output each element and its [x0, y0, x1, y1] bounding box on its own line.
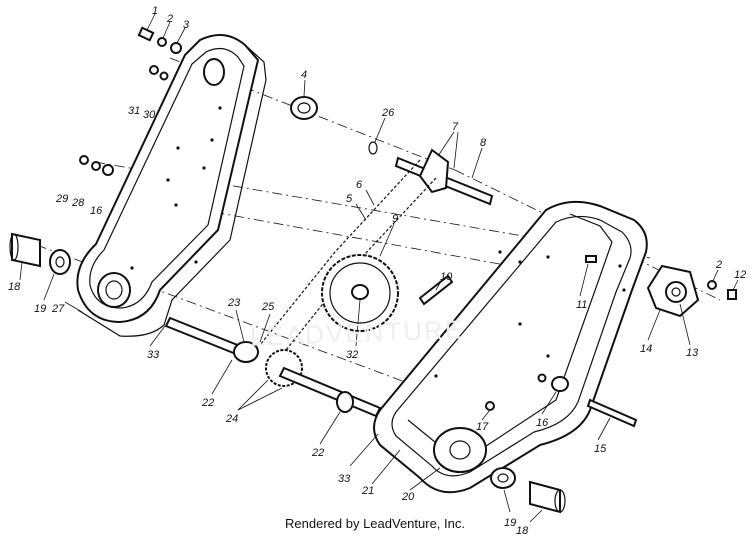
callout-7: 7 — [452, 121, 459, 133]
callout-11: 11 — [576, 299, 587, 311]
upper-hardware — [79, 26, 378, 176]
callout-2: 2 — [166, 13, 173, 25]
callout-33-right: 33 — [338, 473, 351, 485]
callout-12: 12 — [734, 269, 746, 281]
callout-1: 1 — [152, 5, 158, 17]
callout-10: 10 — [440, 271, 453, 283]
callout-20: 20 — [401, 491, 415, 503]
callout-23: 23 — [227, 297, 241, 309]
callout-17: 17 — [476, 421, 489, 433]
callout-29: 29 — [55, 193, 68, 205]
left-chain-case — [76, 34, 267, 337]
left-outer-parts — [9, 232, 71, 275]
right-chain-case — [373, 200, 648, 494]
callout-9: 9 — [392, 213, 398, 225]
callout-26: 26 — [381, 107, 395, 119]
callout-19-left: 19 — [34, 303, 46, 315]
callout-22-left: 22 — [201, 397, 214, 409]
callout-25: 25 — [261, 301, 275, 313]
render-credit: Rendered by LeadVenture, Inc. — [285, 516, 465, 531]
callout-18-left: 18 — [8, 281, 21, 293]
callout-5: 5 — [346, 193, 353, 205]
callout-27: 27 — [51, 303, 65, 315]
callout-3: 3 — [183, 19, 190, 31]
callout-33-left: 33 — [147, 349, 160, 361]
callout-32: 32 — [346, 349, 358, 361]
callout-18-bottom: 18 — [516, 525, 529, 537]
callout-21: 21 — [361, 485, 374, 497]
callout-24: 24 — [225, 413, 238, 425]
callout-28: 28 — [71, 197, 85, 209]
callout-16-left: 16 — [90, 205, 103, 217]
bottom-outer-parts — [490, 467, 566, 514]
callout-31: 31 — [128, 105, 140, 117]
callout-16-right: 16 — [536, 417, 549, 429]
callout-19-bottom: 19 — [504, 517, 516, 529]
callout-14: 14 — [640, 343, 652, 355]
callout-4: 4 — [301, 69, 307, 81]
large-sprocket — [321, 254, 454, 332]
callout-30: 30 — [143, 109, 156, 121]
callout-8: 8 — [480, 137, 487, 149]
upper-shaft — [394, 148, 494, 206]
right-hardware — [485, 255, 737, 428]
leader-lines — [19, 13, 739, 523]
callout-labels: 1 2 3 4 26 7 8 31 30 29 28 16 6 5 9 10 1… — [8, 5, 746, 537]
lower-shafts — [164, 316, 382, 418]
callout-13: 13 — [686, 347, 699, 359]
callout-6: 6 — [356, 179, 363, 191]
callout-15: 15 — [594, 443, 607, 455]
callout-2-right: 2 — [715, 259, 722, 271]
callout-22-right: 22 — [311, 447, 324, 459]
